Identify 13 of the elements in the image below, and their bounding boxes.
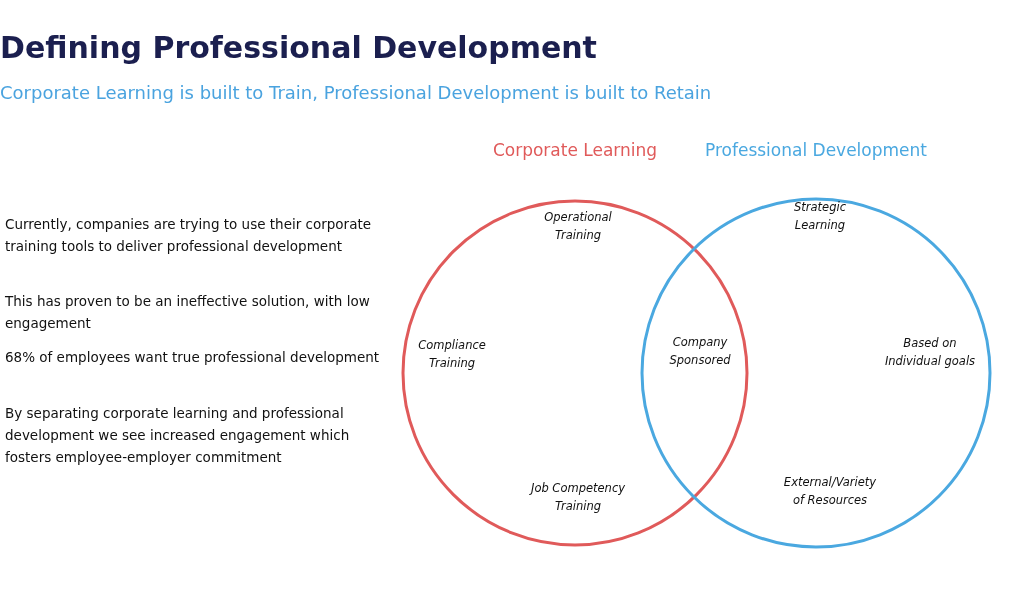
venn-item-label: External/Variety of Resources bbox=[782, 473, 878, 509]
venn-item-label: Company Sponsored bbox=[652, 333, 748, 369]
slide-title: Defining Professional Development bbox=[0, 30, 597, 65]
venn-item-label: Operational Training bbox=[530, 208, 626, 244]
bullet-paragraph: By separating corporate learning and professional development we see increased engagement which fosters employee-employer commitment bbox=[5, 404, 351, 467]
venn-item-label: Strategic Learning bbox=[772, 198, 868, 234]
venn-item-label: Job Competency Training bbox=[530, 479, 626, 515]
bullet-paragraph: This has proven to be an ineffective solution, with low engagement bbox=[5, 292, 371, 333]
venn-item-label: Based on Individual goals bbox=[882, 334, 978, 370]
bullet-paragraph: 68% of employees want true professional development bbox=[5, 348, 381, 367]
subtitle: Corporate Learning is built to Train, Professional Development is built to Retain bbox=[0, 82, 712, 103]
venn-item-label: Compliance Training bbox=[404, 336, 500, 372]
bullet-paragraph: Currently, companies are trying to use their corporate training tools to deliver professional development bbox=[5, 215, 373, 256]
